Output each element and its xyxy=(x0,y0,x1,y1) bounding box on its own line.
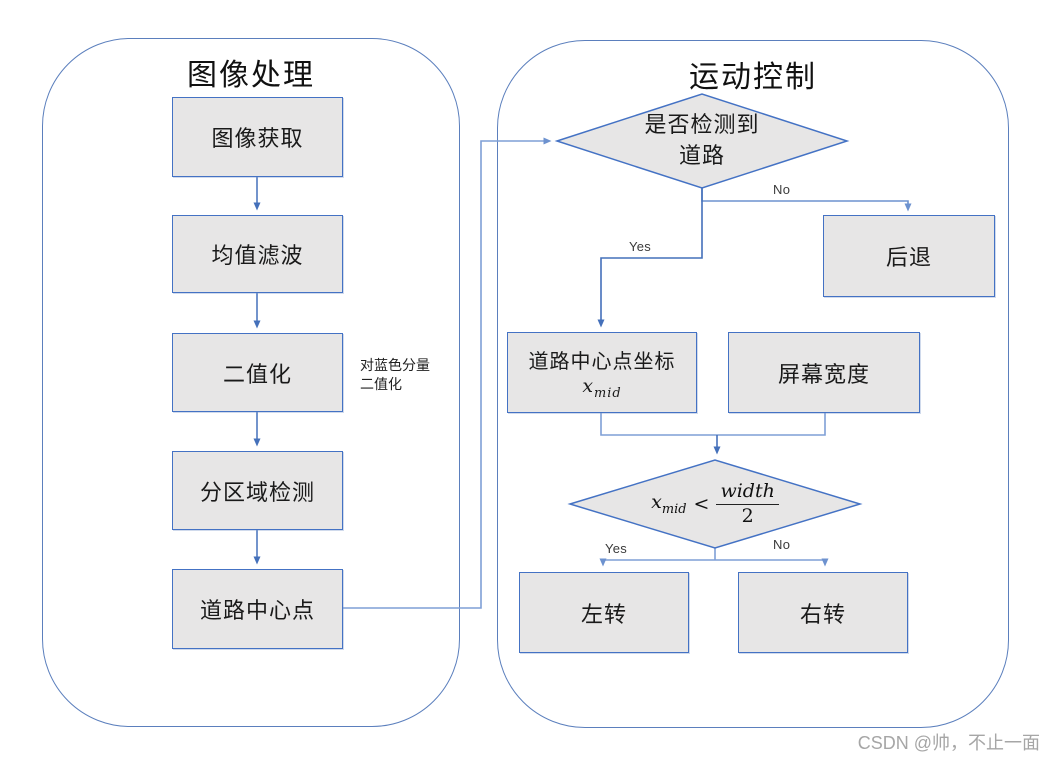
connector-center-to-decision xyxy=(343,137,552,609)
step-mean-filter: 均值滤波 xyxy=(172,215,343,293)
action-turn-left-box: 左转 xyxy=(519,572,689,653)
decision1-no-label: No xyxy=(773,182,791,197)
screen-width-label: 屏幕宽度 xyxy=(777,361,870,387)
x-mid-variable: xmid xyxy=(582,375,621,401)
step-label: 道路中心点 xyxy=(199,598,315,623)
var-sub-mid: mid xyxy=(594,385,622,401)
decision2-no-label: No xyxy=(773,537,791,552)
step-label: 均值滤波 xyxy=(211,243,304,268)
motion-control-title: 运动控制 xyxy=(689,61,817,94)
var-x: x xyxy=(582,374,595,397)
step-road-center: 道路中心点 xyxy=(172,569,343,649)
decision-road-line1: 是否检测到 xyxy=(644,112,760,137)
screen-width-box: 屏幕宽度 xyxy=(728,332,920,413)
step-binarization: 二值化 xyxy=(172,333,343,412)
coordinate-label: 道路中心点坐标 xyxy=(528,350,676,373)
step-region-detection: 分区域检测 xyxy=(172,451,343,530)
csdn-watermark: CSDN @帅，不止一面 xyxy=(857,733,1040,753)
image-processing-container xyxy=(42,38,460,727)
fraction-numerator: width xyxy=(720,479,775,502)
step-label: 二值化 xyxy=(222,361,292,387)
decision1-yes-label: Yes xyxy=(629,239,652,254)
decision-road-line2: 道路 xyxy=(678,143,725,169)
var-x: x xyxy=(651,491,662,514)
image-processing-title: 图像处理 xyxy=(187,59,315,92)
connector-decision1-no xyxy=(701,188,912,212)
connector-decision1-yes xyxy=(597,188,703,328)
decision-compare-formula: xmid < width 2 xyxy=(615,475,815,533)
binarization-annotation: 对蓝色分量 二值化 xyxy=(360,356,470,394)
action-back-box: 后退 xyxy=(823,215,995,297)
motion-control-container xyxy=(497,40,1009,728)
var-sub-mid: mid xyxy=(661,501,687,517)
connector-decision2-stem xyxy=(603,548,825,561)
step-label: 图像获取 xyxy=(211,126,304,151)
less-than-operator: < xyxy=(693,493,710,515)
connector-merge xyxy=(600,413,826,436)
annotation-line1: 对蓝色分量 xyxy=(360,357,430,373)
road-center-coordinate-box: 道路中心点坐标 xmid xyxy=(507,332,697,413)
step-label: 分区域检测 xyxy=(199,479,315,505)
step-image-acquisition: 图像获取 xyxy=(172,97,343,177)
decision-road-text: 是否检测到 道路 xyxy=(602,109,802,171)
action-label: 左转 xyxy=(580,601,627,627)
formula-lhs: xmid xyxy=(651,491,686,517)
annotation-line2: 二值化 xyxy=(360,375,402,392)
action-label: 右转 xyxy=(799,601,846,627)
decision2-yes-label: Yes xyxy=(605,541,628,556)
action-label: 后退 xyxy=(885,245,932,270)
width-over-two-fraction: width 2 xyxy=(716,479,779,528)
decision-compare-diamond xyxy=(567,459,863,549)
fraction-denominator: 2 xyxy=(741,504,754,527)
action-turn-right-box: 右转 xyxy=(738,572,908,653)
decision-road-diamond xyxy=(554,93,850,189)
